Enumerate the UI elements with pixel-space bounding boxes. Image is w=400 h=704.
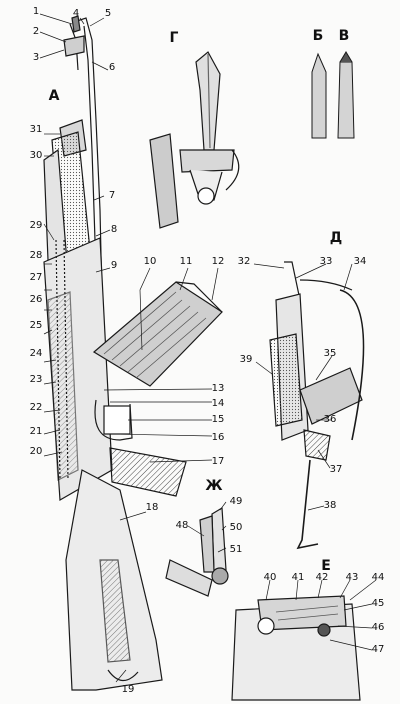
section-letter-d: Д bbox=[329, 230, 343, 246]
part-label: 5 bbox=[104, 8, 112, 19]
part-label: 29 bbox=[29, 220, 43, 231]
part-label: 12 bbox=[211, 256, 225, 267]
part-label: 15 bbox=[211, 414, 225, 425]
part-label: 21 bbox=[29, 426, 43, 437]
section-letter-a: А bbox=[48, 88, 60, 104]
folding-stock-rifle bbox=[269, 261, 365, 550]
part-label: 22 bbox=[29, 402, 43, 413]
part-label: 33 bbox=[319, 256, 333, 267]
cartridges bbox=[311, 51, 355, 139]
part-label: 49 bbox=[229, 496, 243, 507]
part-label: 46 bbox=[371, 622, 385, 633]
part-label: 24 bbox=[29, 348, 43, 359]
part-label: 40 bbox=[263, 572, 277, 583]
part-label: 8 bbox=[110, 224, 118, 235]
part-label: 39 bbox=[239, 354, 253, 365]
main-rifle bbox=[43, 15, 187, 691]
part-label: 17 bbox=[211, 456, 225, 467]
part-label: 23 bbox=[29, 374, 43, 385]
bayonet-detail bbox=[149, 51, 240, 229]
part-label: 14 bbox=[211, 398, 225, 409]
section-letter-b: Б bbox=[312, 28, 324, 44]
part-label: 10 bbox=[143, 256, 157, 267]
part-label: 4 bbox=[72, 8, 80, 19]
part-label: 2 bbox=[32, 26, 40, 37]
section-letter-g: Г bbox=[169, 30, 179, 46]
part-label: 50 bbox=[229, 522, 243, 533]
part-label: 42 bbox=[315, 572, 329, 583]
part-label: 41 bbox=[291, 572, 305, 583]
part-label: 1 bbox=[32, 6, 40, 17]
part-label: 25 bbox=[29, 320, 43, 331]
section-letter-v: В bbox=[338, 28, 350, 44]
rear-sight-detail bbox=[231, 595, 361, 701]
part-label: 38 bbox=[323, 500, 337, 511]
section-letter-e: Е bbox=[321, 558, 331, 574]
part-label: 9 bbox=[110, 260, 118, 271]
part-label: 35 bbox=[323, 348, 337, 359]
part-label: 6 bbox=[108, 62, 116, 73]
part-label: 28 bbox=[29, 250, 43, 261]
part-label: 7 bbox=[108, 190, 116, 201]
part-label: 13 bbox=[211, 383, 225, 394]
part-label: 18 bbox=[145, 502, 159, 513]
part-label: 48 bbox=[175, 520, 189, 531]
part-label: 37 bbox=[329, 464, 343, 475]
part-label: 27 bbox=[29, 272, 43, 283]
section-letter-zh: Ж bbox=[205, 478, 223, 494]
part-label: 31 bbox=[29, 124, 43, 135]
part-label: 16 bbox=[211, 432, 225, 443]
part-label: 3 bbox=[32, 52, 40, 63]
part-label: 44 bbox=[371, 572, 385, 583]
part-label: 30 bbox=[29, 150, 43, 161]
part-label: 51 bbox=[229, 544, 243, 555]
magazine bbox=[92, 281, 223, 387]
part-label: 20 bbox=[29, 446, 43, 457]
part-label: 43 bbox=[345, 572, 359, 583]
part-label: 19 bbox=[121, 684, 135, 695]
part-label: 11 bbox=[179, 256, 193, 267]
part-label: 32 bbox=[237, 256, 251, 267]
leader-lines bbox=[39, 13, 377, 683]
part-label: 47 bbox=[371, 644, 385, 655]
part-label: 45 bbox=[371, 598, 385, 609]
part-label: 36 bbox=[323, 414, 337, 425]
front-sight-detail bbox=[165, 506, 229, 597]
part-label: 26 bbox=[29, 294, 43, 305]
part-label: 34 bbox=[353, 256, 367, 267]
